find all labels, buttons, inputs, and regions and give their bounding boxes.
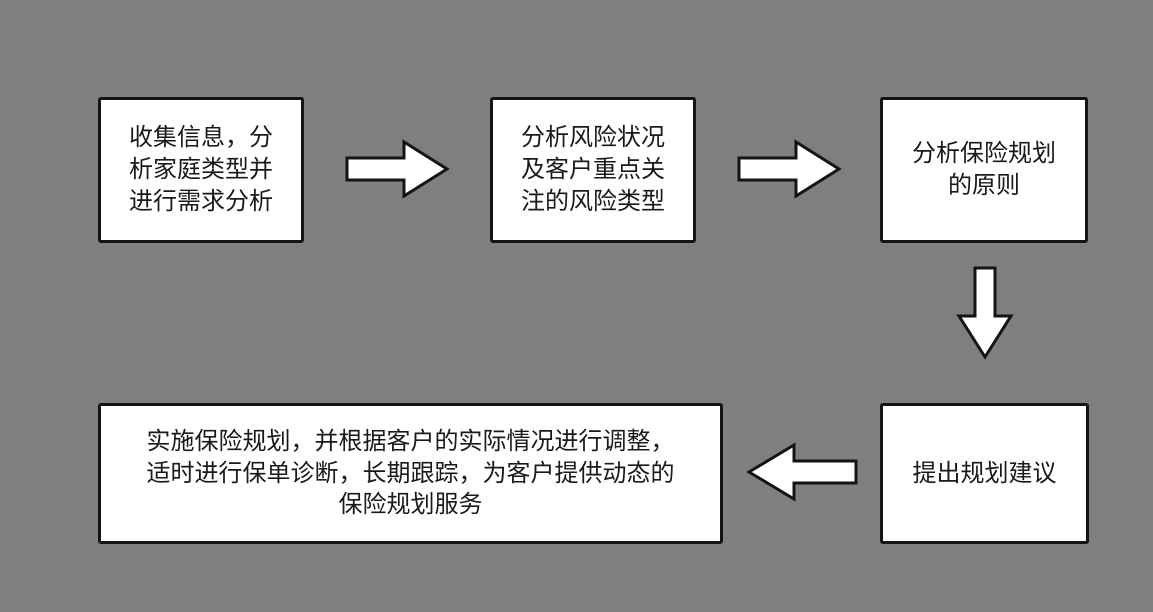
step-box-analyze-risk: 分析风险状况及客户重点关注的风险类型 xyxy=(490,97,696,243)
step-box-propose-suggestions: 提出规划建议 xyxy=(880,403,1089,544)
arrow-right-icon xyxy=(737,138,842,200)
arrow-left-icon xyxy=(746,441,858,503)
arrow-left-shape xyxy=(746,442,858,502)
step-box-collect-info: 收集信息，分析家庭类型并进行需求分析 xyxy=(98,97,304,243)
arrow-down-shape xyxy=(956,266,1014,360)
arrow-right-shape xyxy=(737,139,842,199)
step-box-analyze-principles: 分析保险规划的原则 xyxy=(880,97,1088,243)
arrow-right-shape xyxy=(345,139,450,199)
step-box-implement-plan: 实施保险规划，并根据客户的实际情况进行调整，适时进行保单诊断，长期跟踪，为客户提… xyxy=(98,403,723,544)
arrow-down-icon xyxy=(956,266,1014,360)
arrow-right-icon xyxy=(345,138,450,200)
